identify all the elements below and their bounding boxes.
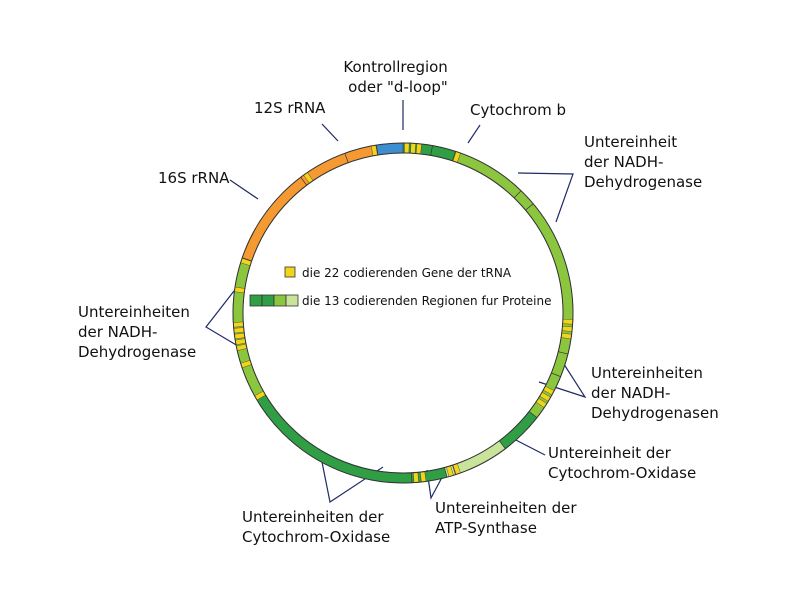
gene-segment-10 [498, 411, 538, 450]
label-nadh-top-line-2: der NADH- [584, 153, 663, 171]
leader-nadh-top [517, 172, 574, 223]
label-cytochrom-b: Cytochrom b [470, 101, 566, 119]
label-nadh-left-line-3: Dehydrogenase [78, 343, 196, 361]
legend-protein-swatches [249, 294, 299, 307]
legend-protein-text: die 13 codierenden Regionen fur Proteine [302, 294, 552, 308]
gene-segment-11 [452, 440, 506, 476]
label-atp-synthase: Untereinheiten der ATP-Synthase [435, 499, 581, 537]
ring-outer-edge [232, 142, 574, 484]
legend-protein-swatch-2 [261, 294, 275, 307]
label-nadh-top-line-3: Dehydrogenase [584, 173, 702, 191]
trna-mark-3 [415, 143, 422, 155]
label-12s-rrna: 12S rRNA [254, 99, 326, 117]
legend-protein-swatch-4 [285, 294, 299, 307]
leader-nadh-left [205, 290, 244, 350]
trna-mark-5 [562, 318, 574, 325]
label-cox-bottom: Untereinheiten der Cytochrom-Oxidase [242, 508, 390, 546]
leader-cytb [467, 124, 481, 144]
trna-mark-14 [413, 472, 419, 483]
label-cox-bottom-line-2: Cytochrom-Oxidase [242, 528, 390, 546]
label-nadh-right-line-3: Dehydrogenasen [591, 404, 719, 422]
label-nadh-top: Untereinheit der NADH- Dehydrogenase [584, 133, 702, 191]
label-cox-right-line-1: Untereinheit der [548, 444, 672, 462]
trna-mark-20 [233, 327, 245, 334]
trna-mark-2 [410, 142, 416, 154]
leader-16s [229, 179, 259, 200]
gene-segment-15 [236, 345, 265, 399]
legend-protein-swatch-1 [249, 294, 263, 307]
gene-segment-18 [241, 176, 308, 262]
label-12s-line-1: 12S rRNA [254, 99, 326, 117]
label-cytb-line-1: Cytochrom b [470, 101, 566, 119]
trna-mark-6 [561, 325, 573, 332]
label-control-line-2: oder "d-loop" [348, 78, 448, 96]
trna-mark-1 [404, 142, 410, 154]
legend-trna-text: die 22 codierenden Gene der tRNA [302, 266, 512, 280]
label-cox-right: Untereinheit der Cytochrom-Oxidase [548, 444, 696, 482]
label-nadh-left-line-2: der NADH- [78, 323, 157, 341]
label-atp-line-2: ATP-Synthase [435, 519, 537, 537]
legend-protein-swatch-3 [273, 294, 287, 307]
leader-12s [321, 123, 339, 142]
ring-inner-edge [242, 152, 564, 474]
label-16s-rrna: 16S rRNA [158, 169, 230, 187]
legend-trna-swatch [284, 266, 296, 278]
legend: die 22 codierenden Gene der tRNA die 13 … [249, 266, 552, 308]
label-nadh-left-line-1: Untereinheiten [78, 303, 190, 321]
label-cox-right-line-2: Cytochrom-Oxidase [548, 464, 696, 482]
gene-segment-3 [452, 150, 522, 199]
label-16s-line-1: 16S rRNA [158, 169, 230, 187]
label-atp-line-1: Untereinheiten der [435, 499, 577, 517]
label-nadh-right-line-1: Untereinheiten [591, 364, 703, 382]
gene-segment-14 [255, 392, 413, 484]
label-control-line-1: Kontrollregion [343, 58, 447, 76]
label-nadh-right-line-2: der NADH- [591, 384, 670, 402]
label-cox-bottom-line-1: Untereinheiten der [242, 508, 384, 526]
label-nadh-left: Untereinheiten der NADH- Dehydrogenase [78, 303, 196, 361]
label-nadh-right: Untereinheiten der NADH- Dehydrogenasen [591, 364, 719, 422]
genome-ring [232, 142, 574, 484]
label-control-region: Kontrollregion oder "d-loop" [343, 58, 452, 96]
trna-mark-21 [233, 321, 244, 328]
label-nadh-top-line-1: Untereinheit [584, 133, 677, 151]
